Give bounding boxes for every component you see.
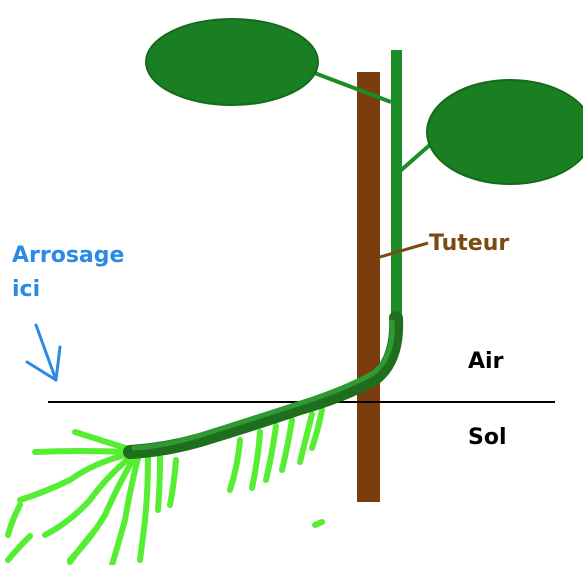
watering-label-line1: Arrosage [12,243,124,268]
main-root-highlight [131,319,395,451]
main-root [123,311,404,459]
plant-stem [391,50,402,318]
stake [357,72,380,502]
leaf-left [145,18,319,106]
stake-label-pointer [379,241,429,259]
watering-arrow-icon [25,323,62,382]
air-label: Air [468,349,504,374]
soil-label: Sol [468,425,507,450]
stake-label: Tuteur [429,231,509,256]
watering-label-line2: ici [12,277,40,302]
leaf-right [426,79,583,185]
leaf-stalk-left [311,70,392,104]
fine-roots [5,407,325,565]
